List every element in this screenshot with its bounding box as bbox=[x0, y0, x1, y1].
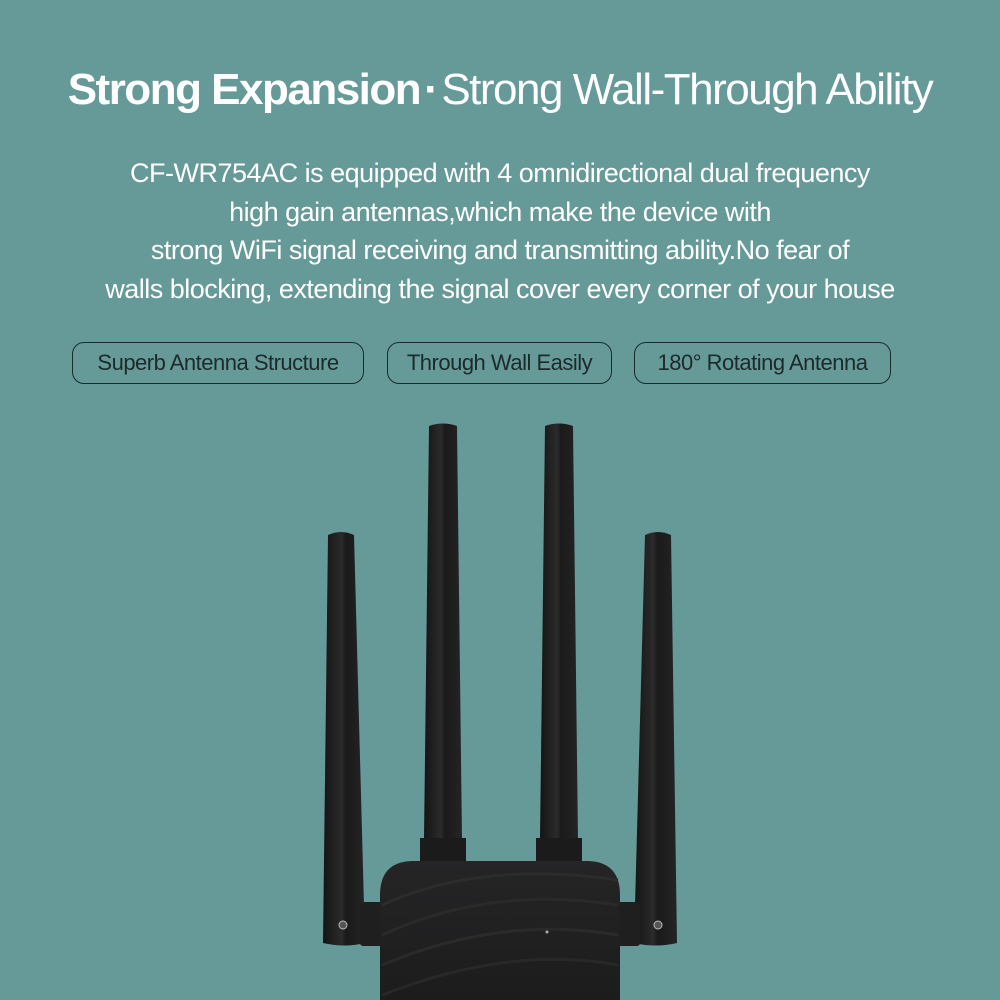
feature-tags: Superb Antenna Structure Through Wall Ea… bbox=[0, 342, 1000, 388]
antenna-outer-left bbox=[323, 532, 382, 946]
description-line: strong WiFi signal receiving and transmi… bbox=[150, 235, 850, 265]
antenna-outer-right bbox=[618, 532, 677, 946]
router-body bbox=[380, 861, 620, 1000]
product-description: CF-WR754AC is equipped with 4 omnidirect… bbox=[0, 154, 1000, 308]
feature-tag-antenna-structure: Superb Antenna Structure bbox=[72, 342, 364, 384]
antenna-inner-left bbox=[420, 423, 466, 862]
feature-tag-through-wall: Through Wall Easily bbox=[387, 342, 612, 384]
feature-tag-rotating-antenna: 180° Rotating Antenna bbox=[634, 342, 891, 384]
description-line: high gain antennas,which make the device… bbox=[229, 196, 771, 227]
headline-separator: · bbox=[424, 65, 439, 114]
antenna-inner-right bbox=[536, 423, 582, 862]
headline-bold-part: Strong Expansion bbox=[67, 65, 422, 114]
description-line: CF-WR754AC is equipped with 4 omnidirect… bbox=[130, 158, 870, 188]
wifi-router-icon bbox=[323, 423, 677, 1000]
headline-light-part: Strong Wall-Through Ability bbox=[441, 65, 933, 114]
page-headline: Strong Expansion·Strong Wall-Through Abi… bbox=[0, 62, 1000, 118]
description-line: walls blocking, extending the signal cov… bbox=[105, 273, 895, 304]
